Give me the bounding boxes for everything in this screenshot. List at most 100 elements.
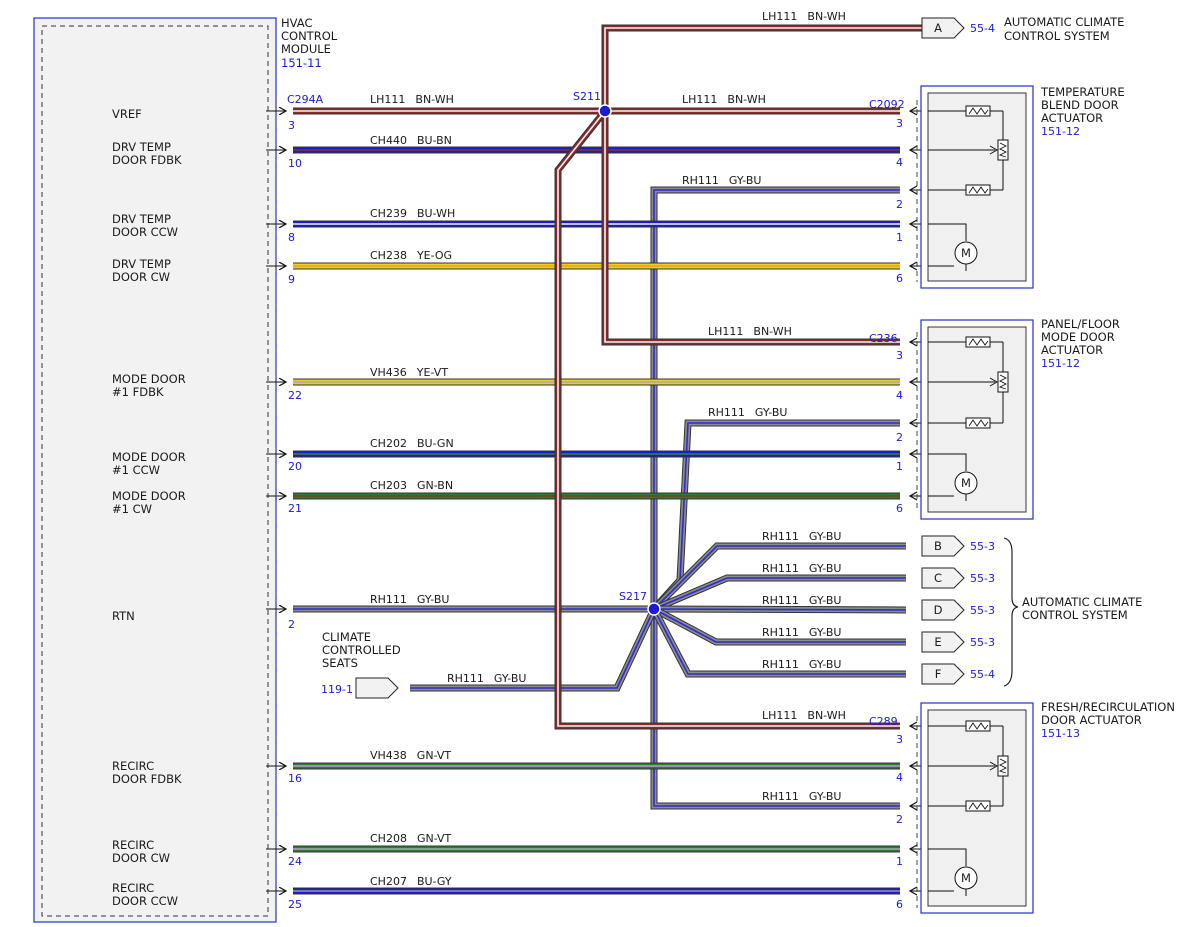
actuator-ref: 151-12	[1041, 125, 1080, 138]
hvac-module-inner	[41, 25, 269, 917]
module-pin-16: 16	[288, 772, 302, 785]
signal-recirc-ccw-line-1: RECIRC	[112, 881, 154, 895]
acs-mid-label: AUTOMATIC CLIMATE CONTROL SYSTEM	[1022, 595, 1142, 622]
hvac-connector-id: C294A	[287, 93, 324, 106]
signal-mode-fdbk-line-1: MODE DOOR	[112, 372, 186, 386]
splice-s211-label: S211	[573, 90, 601, 103]
signal-mode-cw-line-1: MODE DOOR	[112, 489, 186, 503]
offpage-c-letter: C	[934, 571, 942, 585]
offpage-b-letter: B	[934, 539, 942, 553]
c2092-pin-6: 6	[896, 272, 903, 285]
motor-label: M	[961, 246, 971, 260]
signal-mode-ccw-line-2: #1 CCW	[112, 463, 160, 477]
c2092-pin-3: 3	[896, 117, 903, 130]
module-signal-labels: VREF DRV TEMP DOOR FDBK DRV TEMP DOOR CC…	[112, 107, 186, 908]
resistor-icon	[965, 184, 991, 196]
offpage-d-letter: D	[934, 603, 943, 617]
wire-rh111-s217-to-c289	[650, 609, 900, 810]
resistor-icon	[965, 800, 991, 812]
hvac-module-outer	[33, 17, 277, 923]
c2092-pin-2: 2	[896, 198, 903, 211]
resistor-icon	[965, 417, 991, 429]
wire-rh111-to-b	[651, 542, 906, 612]
signal-recirc-fdbk-line-1: RECIRC	[112, 759, 154, 773]
actuator-name-line: ACTUATOR	[1041, 111, 1103, 125]
actuator-ref: 151-12	[1041, 357, 1080, 370]
module-pin-9: 9	[288, 273, 295, 286]
signal-recirc-cw-line-1: RECIRC	[112, 838, 154, 852]
signal-drv-temp-fdbk-line-2: DOOR FDBK	[112, 153, 182, 167]
motor-label: M	[961, 476, 971, 490]
actuator-connector-id: C2092	[869, 98, 905, 111]
motor-label: M	[961, 871, 971, 885]
c289-pin-2: 2	[896, 813, 903, 826]
c236-pin-1: 1	[896, 460, 903, 473]
module-pin-10: 10	[288, 157, 302, 170]
module-pin-2: 2	[288, 618, 295, 631]
actuator-ref: 151-13	[1041, 727, 1080, 740]
signal-mode-cw-line-2: #1 CW	[112, 502, 152, 516]
c289-pin-4: 4	[896, 771, 903, 784]
c236-pin-4: 4	[896, 389, 903, 402]
c236-pin-2: 2	[896, 431, 903, 444]
module-pin-8: 8	[288, 231, 295, 244]
module-pin-25: 25	[288, 898, 302, 911]
signal-drv-temp-cw-line-2: DOOR CW	[112, 270, 170, 284]
wire-rh111-to-e	[652, 605, 906, 646]
c289-pin-1: 1	[896, 855, 903, 868]
c2092-pin-1: 1	[896, 231, 903, 244]
acs-mid-line-2: CONTROL SYSTEM	[1022, 608, 1128, 622]
wire-lh111-s211-to-a	[601, 24, 922, 111]
actuator-name-line: ACTUATOR	[1041, 343, 1103, 357]
splice-s211-dot	[598, 104, 612, 118]
c236-pin-6: 6	[896, 502, 903, 515]
seats-label: CLIMATE CONTROLLED SEATS 119-1	[321, 630, 401, 696]
wire-lh111-s211-to-c236	[601, 111, 900, 346]
seats-line-3: SEATS	[322, 656, 358, 670]
actuator-name-line: TEMPERATURE	[1040, 85, 1125, 99]
acs-top-line-1: AUTOMATIC CLIMATE	[1004, 15, 1124, 29]
resistor-icon	[965, 105, 991, 117]
resistor-icon	[965, 720, 991, 732]
module-pin-3: 3	[288, 119, 295, 132]
wire-rh111-to-c	[652, 574, 906, 613]
seats-line-2: CONTROLLED	[322, 643, 401, 657]
c2092-pin-4: 4	[896, 156, 903, 169]
signal-vref: VREF	[112, 107, 142, 121]
signal-drv-temp-ccw-line-2: DOOR CCW	[112, 225, 178, 239]
hvac-module-title: HVAC CONTROL MODULE 151-11 C294A	[281, 16, 338, 106]
module-pin-numbers: 3 10 8 9 22 20 21 2 16 24 25	[288, 119, 302, 911]
